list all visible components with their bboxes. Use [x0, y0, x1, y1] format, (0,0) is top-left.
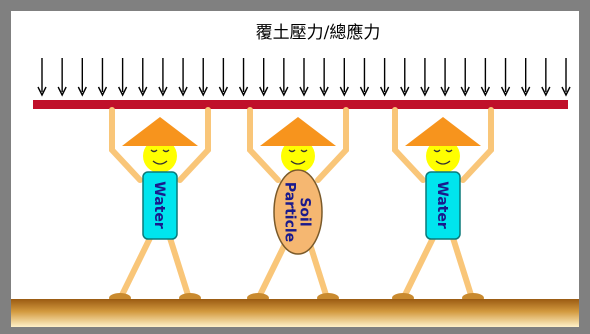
body-water	[425, 171, 461, 240]
pressure-arrow	[440, 58, 450, 97]
body-label-line: Water	[434, 181, 450, 229]
pressure-arrow	[561, 58, 571, 97]
pressure-arrow	[420, 58, 430, 97]
pressure-arrow	[339, 58, 349, 97]
pressure-arrow	[77, 58, 87, 97]
eyes	[150, 149, 170, 153]
pressure-arrow	[238, 58, 249, 97]
right-leg	[450, 235, 474, 298]
body-label: Water	[434, 181, 450, 229]
right-arm	[315, 107, 349, 183]
arrow-head	[460, 86, 470, 97]
pressure-arrows	[37, 58, 571, 97]
conical-hat	[405, 117, 481, 146]
smile	[290, 160, 306, 165]
conical-hat	[260, 117, 336, 146]
pressure-arrow	[299, 58, 309, 97]
ground	[11, 299, 579, 327]
arrow-head	[521, 86, 531, 97]
pressure-arrow	[198, 58, 208, 97]
left-arm	[247, 107, 281, 183]
arrow-head	[138, 86, 148, 97]
arrow-head	[561, 86, 571, 97]
face	[281, 139, 315, 173]
pressure-arrow	[279, 58, 289, 97]
arrow-head	[319, 86, 329, 97]
arrow-head	[440, 86, 450, 97]
smile	[435, 160, 451, 165]
smile	[152, 160, 168, 165]
arrow-head	[500, 86, 511, 97]
figure-2: SoilParticle	[247, 107, 349, 303]
arrow-head	[400, 86, 410, 97]
left-arm	[109, 107, 143, 183]
pressure-arrow	[158, 58, 168, 97]
arrow-head	[238, 86, 249, 97]
pressure-arrow	[138, 58, 148, 97]
pressure-arrow	[541, 58, 551, 97]
arrow-head	[379, 86, 390, 97]
arrow-head	[37, 86, 47, 97]
body-label: Water	[151, 181, 167, 229]
arrow-head	[117, 86, 128, 97]
pressure-arrow	[379, 58, 390, 97]
figure-1: Water	[109, 107, 211, 303]
arrow-head	[218, 86, 229, 97]
conical-hat	[122, 117, 198, 146]
arrow-head	[57, 86, 67, 97]
pressure-arrow	[97, 58, 108, 97]
pressure-arrow	[117, 58, 128, 97]
pressure-arrow	[500, 58, 511, 97]
right-arm	[460, 107, 494, 183]
pressure-arrow	[460, 58, 470, 97]
pressure-arrow	[521, 58, 531, 97]
body-label: SoilParticle	[282, 182, 313, 242]
arrow-head	[339, 86, 349, 97]
arrow-head	[198, 86, 208, 97]
load-beam	[33, 100, 568, 109]
left-leg	[257, 235, 291, 298]
eyes	[433, 149, 453, 153]
figure-3: Water	[392, 107, 494, 303]
face	[426, 139, 460, 173]
arrow-head	[420, 86, 430, 97]
left-leg	[402, 235, 436, 298]
figures-group: Water SoilParticle Water	[109, 107, 494, 303]
body-label-line: Particle	[282, 182, 298, 242]
pressure-arrow	[57, 58, 67, 97]
left-leg	[119, 235, 153, 298]
arrow-head	[279, 86, 289, 97]
right-leg	[167, 235, 191, 298]
diagram-title: 覆土壓力/總應力	[256, 22, 381, 43]
arrow-head	[299, 86, 309, 97]
body-label-line: Water	[151, 181, 167, 229]
pressure-arrow	[359, 58, 370, 97]
face	[143, 139, 177, 173]
left-arm	[392, 107, 426, 183]
right-arm	[177, 107, 211, 183]
pressure-arrow	[37, 58, 47, 97]
body-water	[142, 171, 178, 240]
pressure-arrow	[480, 58, 491, 97]
pressure-arrow	[319, 58, 329, 97]
eyes	[288, 149, 308, 153]
arrow-head	[158, 86, 168, 97]
arrow-head	[480, 86, 491, 97]
arrow-head	[541, 86, 551, 97]
pressure-arrow	[218, 58, 229, 97]
arrow-head	[359, 86, 370, 97]
body-soil-particle	[273, 169, 323, 255]
arrow-head	[97, 86, 108, 97]
arrow-head	[77, 86, 87, 97]
pressure-arrow	[178, 58, 188, 97]
pressure-arrow	[259, 58, 269, 97]
body-label-line: Soil	[297, 197, 313, 226]
pressure-arrow	[400, 58, 410, 97]
arrow-head	[178, 86, 188, 97]
arrow-head	[259, 86, 269, 97]
